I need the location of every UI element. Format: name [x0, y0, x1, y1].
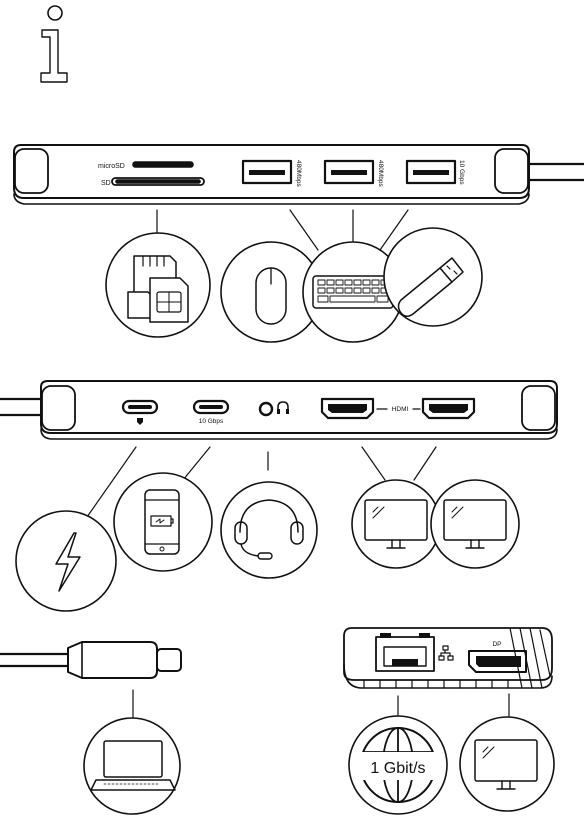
ethernet-speed-label: 1 Gbit/s	[370, 760, 425, 777]
microsd-label: microSD	[98, 163, 125, 170]
usb-a-port-1: 480Mbps	[241, 159, 302, 187]
monitor-icon-1	[351, 479, 441, 569]
sd-slot: SD	[101, 177, 205, 187]
usb-a-3-speed: 10 Gbps	[458, 160, 465, 185]
hub-top-view: microSD SD 480Mbps 480Mbps 10 Gbps	[13, 144, 584, 205]
usb-c-speed-label: 10 Gbps	[199, 418, 224, 425]
mouse-icon	[220, 241, 322, 343]
usb-a-port-3: 10 Gbps	[405, 159, 465, 185]
rj45-port	[375, 633, 435, 672]
usb-stick-icon	[383, 227, 483, 327]
laptop-icon	[83, 717, 181, 815]
usb-c-cable	[0, 641, 182, 679]
usb-a-1-speed: 480Mbps	[295, 160, 302, 187]
monitor-icon-3	[459, 716, 555, 812]
hub-front-view: 10 Gbps HDMI	[0, 380, 558, 440]
usb-c-data-port: 10 Gbps	[192, 399, 230, 425]
displayport: DP	[468, 641, 527, 673]
hdmi-port-1	[320, 397, 375, 420]
network-icon	[438, 645, 454, 661]
headset-icon	[220, 481, 318, 579]
usb-a-2-speed: 480Mbps	[377, 160, 384, 187]
sd-label: SD	[101, 180, 111, 187]
hdmi-label: HDMI	[392, 406, 409, 413]
usb-c-pd-port	[121, 399, 159, 425]
ethernet-dp-adapter: DP	[343, 627, 553, 689]
globe-icon: 1 Gbit/s	[348, 715, 448, 815]
memory-card-icon	[105, 232, 211, 338]
hdmi-port-2	[421, 397, 476, 420]
audio-jack	[258, 401, 289, 417]
keyboard-icon	[302, 241, 404, 343]
info-icon	[40, 5, 68, 83]
dp-label: DP	[492, 641, 501, 648]
usb-a-port-2: 480Mbps	[323, 159, 384, 187]
lightning-icon	[15, 510, 117, 612]
monitor-icon-2	[430, 479, 520, 569]
microsd-slot: microSD	[98, 161, 194, 170]
phone-charging-icon	[113, 472, 213, 572]
